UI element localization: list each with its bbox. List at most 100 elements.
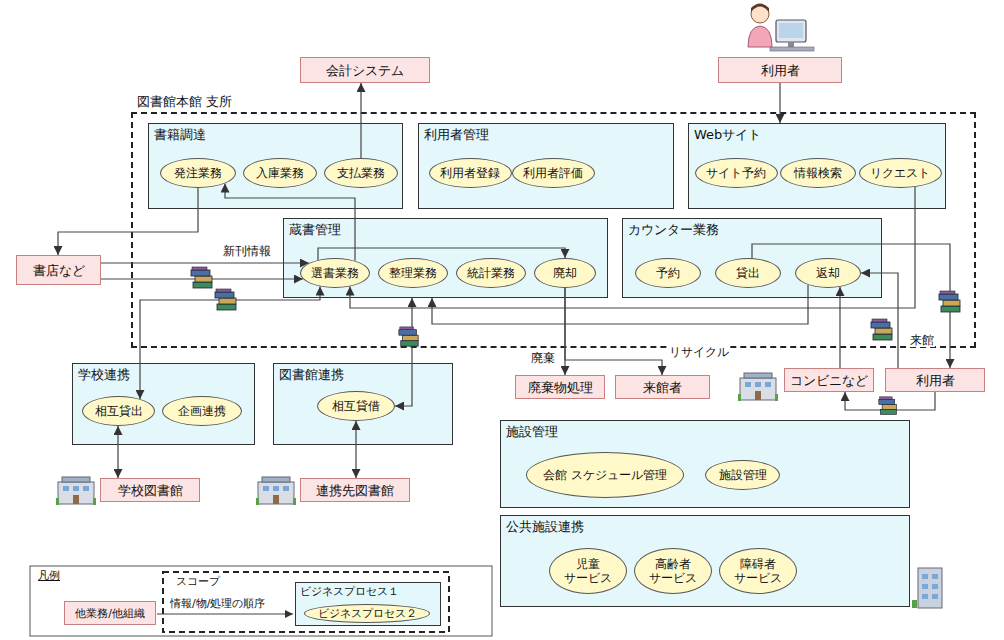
legend-text: ビジネスプロセス１ — [300, 585, 399, 598]
library-building-icon — [254, 477, 298, 505]
external-box: 来館者 — [615, 375, 710, 399]
books-icon — [871, 319, 892, 340]
flow-connector — [565, 288, 662, 375]
process-oval: リクエスト — [859, 158, 942, 188]
external-box: コンビニなど — [784, 368, 874, 392]
process-oval: 利用者評価 — [512, 158, 595, 188]
group-box: Webサイトサイト予約 情報検索 リクエスト — [688, 123, 946, 209]
legend-text: 情報/物/処理の順序 — [170, 597, 265, 610]
node-label: 統計業務 — [467, 266, 515, 280]
flow-note: 廃棄 — [530, 351, 556, 365]
flow-connector — [360, 83, 361, 158]
process-oval: 施設管理 — [705, 460, 780, 490]
legend-scope-sample — [163, 572, 449, 632]
flow-connector — [58, 188, 198, 255]
node-label: 情報検索 — [794, 166, 842, 180]
external-box: 利用者 — [718, 57, 842, 83]
external-box: 連携先図書館 — [300, 478, 410, 502]
node-label: コンビニなど — [790, 373, 868, 388]
legend-arrow-sample — [157, 613, 293, 614]
process-oval: 企画連携 — [162, 396, 242, 426]
process-oval: 利用者登録 — [429, 158, 512, 188]
legend-text: ビジネスプロセス２ — [318, 607, 417, 620]
external-box: 廃棄物処理 — [515, 375, 605, 399]
node-label: 選書業務 — [311, 266, 359, 280]
node-label: 貸出 — [736, 266, 760, 280]
process-oval: 発注業務 — [160, 158, 236, 188]
node-label: 施設管理 — [719, 468, 767, 482]
group-heading: カウンター業務 — [623, 219, 881, 240]
group-box: カウンター業務予約 貸出 返却 — [622, 218, 882, 298]
external-box: 学校図書館 — [100, 478, 200, 502]
group-heading: 利用者管理 — [419, 124, 673, 145]
flow-connector — [432, 285, 808, 324]
external-box: 書店など — [16, 255, 101, 285]
group-heading: 蔵書管理 — [284, 219, 607, 240]
node-label: 入庫業務 — [256, 166, 304, 180]
scope-boundary: 図書館本館 支所書籍調達発注業務入庫業務支払業務利用者管理利用者登録利用者評価W… — [131, 112, 976, 348]
node-label: 児童 サービス — [554, 557, 622, 585]
node-label: 廃棄物処理 — [528, 380, 593, 395]
node-label: 会計システム — [326, 63, 404, 78]
process-oval: 貸出 — [715, 258, 781, 288]
node-label: 利用者評価 — [523, 166, 583, 180]
legend-subprocess-swatch: ビジネスプロセス２ — [304, 604, 430, 623]
node-label: 整理業務 — [389, 266, 437, 280]
process-oval: 会館 スケジュール管理 — [526, 452, 684, 498]
edge-label: 新刊情報 — [222, 244, 272, 258]
group-box: 書籍調達発注業務 入庫業務 支払業務 — [148, 123, 403, 209]
scope-heading: 図書館本館 支所 — [137, 94, 232, 109]
node-label: 返却 — [816, 266, 840, 280]
node-label: 発注業務 — [174, 166, 222, 180]
node-label: 書店など — [33, 263, 85, 278]
books-icon — [879, 397, 897, 415]
flow-note: 来館 — [909, 333, 935, 347]
process-oval: 予約 — [635, 258, 701, 288]
flow-connector — [140, 287, 320, 399]
process-oval: 情報検索 — [780, 158, 856, 188]
legend-external-swatch: 他業務/他組織 — [64, 601, 156, 625]
node-label: サイト予約 — [706, 166, 766, 180]
process-oval: 返却 — [795, 258, 861, 288]
legend-text: 他業務/他組織 — [75, 607, 145, 620]
group-heading: 書籍調達 — [149, 124, 402, 145]
node-label: 利用者 — [761, 63, 800, 78]
group-heading: 公共施設連携 — [501, 516, 909, 537]
books-icon — [215, 289, 236, 310]
node-label: 会館 スケジュール管理 — [543, 468, 667, 482]
flow-connector — [752, 244, 950, 368]
node-label: 連携先図書館 — [316, 483, 394, 498]
node-label: 相互貸出 — [95, 404, 143, 418]
flow-connector — [101, 262, 309, 263]
books-icon — [191, 267, 212, 288]
process-oval: 整理業務 — [378, 258, 448, 288]
store-icon — [736, 373, 780, 401]
process-oval: 選書業務 — [300, 258, 370, 288]
node-label: 来館者 — [643, 380, 682, 395]
flow-connector — [350, 187, 915, 308]
process-oval: 児童 サービス — [549, 548, 627, 594]
node-label: 利用者 — [916, 373, 955, 388]
group-box: 利用者管理利用者登録 利用者評価 — [418, 123, 674, 209]
group-box: 公共施設連携児童 サービス高齢者 サービス障碍者 サービス — [500, 515, 910, 607]
legend-title: 凡例 — [37, 569, 61, 583]
node-label: 利用者登録 — [440, 166, 500, 180]
process-oval: 廃却 — [534, 258, 596, 288]
external-box: 利用者 — [885, 368, 985, 392]
group-heading: 図書館連携 — [274, 364, 452, 385]
flow-connector — [779, 83, 780, 123]
books-icon — [399, 327, 418, 346]
user-icon — [748, 4, 814, 52]
process-oval: 障碍者 サービス — [719, 548, 797, 594]
process-oval: 相互貸借 — [317, 391, 395, 421]
node-label: 廃却 — [553, 266, 577, 280]
node-label: 障碍者 サービス — [724, 557, 792, 585]
legend-scope-label: スコープ — [176, 575, 220, 588]
group-heading: Webサイト — [689, 124, 945, 145]
node-label: 高齢者 サービス — [639, 557, 707, 585]
public-building-icon — [912, 568, 942, 608]
node-label: リクエスト — [870, 166, 930, 180]
group-heading: 学校連携 — [73, 364, 254, 385]
node-label: 支払業務 — [337, 166, 385, 180]
